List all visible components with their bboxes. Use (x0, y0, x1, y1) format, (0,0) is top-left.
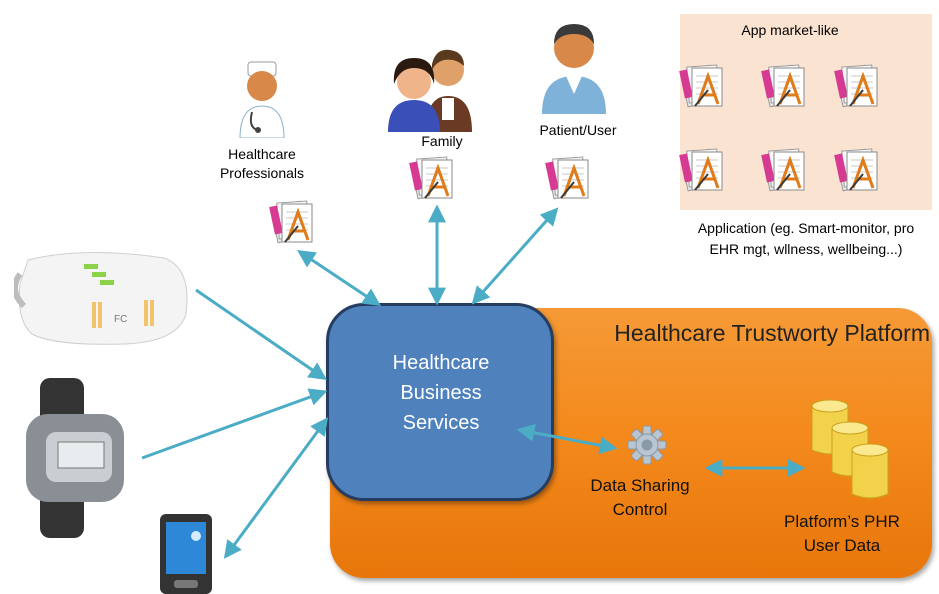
app-market-title: App market-like (741, 22, 839, 38)
business-services-line2: Business (400, 382, 482, 404)
database-icon (851, 443, 889, 499)
wrist-device-icon (26, 378, 124, 538)
gear-icon (627, 425, 667, 465)
patient-user-label: Patient/User (539, 122, 617, 138)
phr-line1: Platform’s PHR (784, 512, 900, 531)
app-market-caption-line1: Application (eg. Smart-monitor, pro (697, 220, 915, 236)
data-sharing-control-label: Data Sharing Control (580, 474, 700, 522)
data-sharing-line1: Data Sharing (590, 476, 690, 495)
phr-user-data-label: Platform’s PHR User Data (752, 510, 932, 558)
arrow-sensor-business (195, 288, 327, 381)
healthcare-business-services-box[interactable] (326, 303, 554, 501)
business-services-line3: Services (402, 412, 480, 434)
user-icon (542, 24, 606, 114)
phone-icon (160, 514, 212, 594)
healthcare-professionals-label-line2: Professionals (219, 165, 305, 181)
arrow-professionals-business (297, 250, 381, 306)
data-sharing-line2: Control (612, 500, 668, 519)
business-services-label: Healthcare Business Services (346, 348, 536, 438)
app-market-caption-line2: EHR mgt, wllness, wellbeing...) (709, 241, 903, 257)
sensor-device-icon: FC (14, 252, 188, 345)
arrow-business-datasharing (516, 423, 618, 455)
family-label: Family (421, 133, 463, 149)
arrow-wrist-business (141, 388, 328, 460)
sensor-device-marking: FC (114, 314, 127, 325)
business-services-line1: Healthcare (392, 352, 490, 374)
family-icon (388, 49, 472, 132)
platform-title: Healthcare Trustworty Platform (614, 320, 930, 346)
arrow-phone-business (223, 417, 329, 559)
healthcare-professionals-label-line1: Healthcare (228, 146, 296, 162)
arrow-patient-business (471, 207, 559, 305)
doctor-icon (239, 61, 285, 138)
phr-line2: User Data (803, 536, 881, 555)
